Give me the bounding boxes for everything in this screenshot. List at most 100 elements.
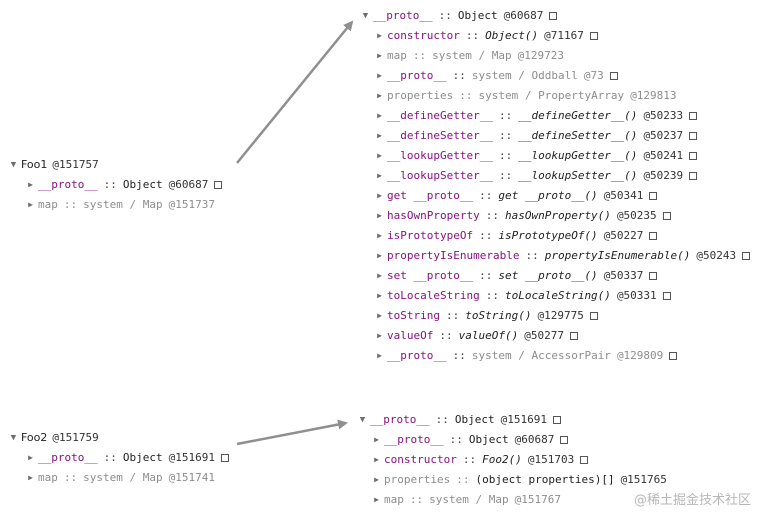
- tree-row[interactable]: ▶toLocaleString::toLocaleString()@50331: [376, 286, 750, 306]
- reveal-box-icon[interactable]: [649, 232, 658, 240]
- collapsed-triangle-icon[interactable]: ▶: [374, 475, 379, 484]
- reveal-box-icon[interactable]: [742, 252, 751, 260]
- expanded-triangle-icon[interactable]: ▼: [10, 160, 17, 170]
- reveal-box-icon[interactable]: [609, 72, 618, 80]
- tree-row[interactable]: ▶constructor::Object()@71167: [376, 26, 750, 46]
- foo1-proto-header-row[interactable]: ▼ __proto__ :: Object @60687: [362, 6, 750, 26]
- collapsed-triangle-icon[interactable]: ▶: [377, 51, 382, 60]
- tree-row[interactable]: ▶__proto__::Object@151691: [27, 448, 229, 468]
- collapsed-triangle-icon[interactable]: ▶: [377, 131, 382, 140]
- foo1-header-row[interactable]: ▼ Foo1 @151757: [10, 155, 222, 175]
- expanded-triangle-icon[interactable]: ▼: [362, 11, 369, 21]
- object-id: @50241: [643, 149, 684, 162]
- expanded-triangle-icon[interactable]: ▼: [10, 433, 17, 443]
- collapsed-triangle-icon[interactable]: ▶: [374, 495, 379, 504]
- separator: ::: [498, 169, 513, 182]
- property-key: properties: [384, 473, 451, 486]
- tree-row[interactable]: ▶__lookupSetter__::__lookupSetter__()@50…: [376, 166, 750, 186]
- tree-row[interactable]: ▶__lookupGetter__::__lookupGetter__()@50…: [376, 146, 750, 166]
- collapsed-triangle-icon[interactable]: ▶: [377, 111, 382, 120]
- separator: ::: [498, 129, 513, 142]
- separator: ::: [439, 329, 453, 342]
- property-key: properties: [387, 89, 454, 102]
- reveal-box-icon[interactable]: [649, 192, 658, 200]
- collapsed-triangle-icon[interactable]: ▶: [377, 311, 382, 320]
- reveal-box-icon[interactable]: [689, 172, 698, 180]
- reveal-box-icon[interactable]: [552, 416, 561, 424]
- collapsed-triangle-icon[interactable]: ▶: [377, 351, 382, 360]
- collapsed-triangle-icon[interactable]: ▶: [28, 473, 33, 482]
- reveal-box-icon[interactable]: [662, 292, 671, 300]
- tree-row[interactable]: ▶map::system / Map@151767: [373, 490, 667, 510]
- collapsed-triangle-icon[interactable]: ▶: [377, 251, 382, 260]
- collapsed-triangle-icon[interactable]: ▶: [377, 191, 382, 200]
- reveal-box-icon[interactable]: [549, 12, 558, 20]
- tree-row[interactable]: ▶map::system / Map@151741: [27, 468, 229, 488]
- foo2-proto-val: Object: [454, 413, 495, 426]
- property-key: toString: [387, 309, 440, 322]
- tree-row[interactable]: ▶toString::toString()@129775: [376, 306, 750, 326]
- collapsed-triangle-icon[interactable]: ▶: [377, 91, 382, 100]
- tree-row[interactable]: ▶constructor::Foo2()@151703: [373, 450, 667, 470]
- reveal-box-icon[interactable]: [589, 312, 598, 320]
- collapsed-triangle-icon[interactable]: ▶: [377, 331, 382, 340]
- reveal-box-icon[interactable]: [689, 132, 698, 140]
- reveal-box-icon[interactable]: [669, 352, 678, 360]
- tree-row[interactable]: ▶valueOf::valueOf()@50277: [376, 326, 750, 346]
- reveal-box-icon[interactable]: [589, 32, 598, 40]
- reveal-box-icon[interactable]: [569, 332, 578, 340]
- collapsed-triangle-icon[interactable]: ▶: [28, 180, 33, 189]
- tree-row[interactable]: ▶__proto__::Object@60687: [373, 430, 667, 450]
- tree-row[interactable]: ▶__proto__::Object@60687: [27, 175, 223, 195]
- collapsed-triangle-icon[interactable]: ▶: [374, 435, 379, 444]
- tree-row[interactable]: ▶map::system / Map@151737: [27, 195, 222, 215]
- separator: ::: [462, 453, 477, 466]
- reveal-box-icon[interactable]: [649, 272, 658, 280]
- tree-row[interactable]: ▶propertyIsEnumerable::propertyIsEnumera…: [376, 246, 751, 266]
- tree-row[interactable]: ▶hasOwnProperty::hasOwnProperty()@50235: [376, 206, 750, 226]
- tree-row[interactable]: ▶properties::system / PropertyArray@1298…: [376, 86, 750, 106]
- collapsed-triangle-icon[interactable]: ▶: [377, 231, 382, 240]
- reveal-box-icon[interactable]: [580, 456, 589, 464]
- collapsed-triangle-icon[interactable]: ▶: [377, 291, 382, 300]
- collapsed-triangle-icon[interactable]: ▶: [28, 453, 33, 462]
- collapsed-triangle-icon[interactable]: ▶: [377, 271, 382, 280]
- tree-row[interactable]: ▶set __proto__::set __proto__()@50337: [376, 266, 750, 286]
- collapsed-triangle-icon[interactable]: ▶: [377, 71, 382, 80]
- property-key: constructor: [384, 453, 457, 466]
- tree-row[interactable]: ▶__defineSetter__::__defineSetter__()@50…: [376, 126, 750, 146]
- foo1-node: ▼ Foo1 @151757 ▶__proto__::Object@60687▶…: [10, 155, 223, 215]
- tree-row[interactable]: ▶properties::(object properties)[]@15176…: [373, 470, 667, 490]
- separator: ::: [459, 89, 473, 102]
- reveal-box-icon[interactable]: [689, 112, 698, 120]
- collapsed-triangle-icon[interactable]: ▶: [28, 200, 33, 209]
- collapsed-triangle-icon[interactable]: ▶: [374, 455, 379, 464]
- separator: ::: [498, 149, 513, 162]
- tree-row[interactable]: ▶__proto__::system / Oddball@73: [376, 66, 750, 86]
- collapsed-triangle-icon[interactable]: ▶: [377, 31, 382, 40]
- watermark: @稀土掘金技术社区: [633, 493, 751, 508]
- reveal-box-icon[interactable]: [560, 436, 569, 444]
- reveal-box-icon[interactable]: [220, 454, 229, 462]
- separator: ::: [445, 309, 460, 322]
- foo2-header-row[interactable]: ▼ Foo2 @151759: [10, 428, 229, 448]
- reveal-box-icon[interactable]: [214, 181, 223, 189]
- property-key: map: [38, 198, 58, 211]
- collapsed-triangle-icon[interactable]: ▶: [377, 171, 382, 180]
- expanded-triangle-icon[interactable]: ▼: [359, 415, 366, 425]
- property-value: Object: [122, 451, 163, 464]
- tree-row[interactable]: ▶__defineGetter__::__defineGetter__()@50…: [376, 106, 750, 126]
- reveal-box-icon[interactable]: [689, 152, 698, 160]
- tree-row[interactable]: ▶get __proto__::get __proto__()@50341: [376, 186, 750, 206]
- tree-row[interactable]: ▶isPrototypeOf::isPrototypeOf()@50227: [376, 226, 750, 246]
- property-key: hasOwnProperty: [387, 209, 480, 222]
- foo2-proto-header-row[interactable]: ▼ __proto__ :: Object @151691: [359, 410, 667, 430]
- collapsed-triangle-icon[interactable]: ▶: [377, 151, 382, 160]
- tree-row[interactable]: ▶__proto__::system / AccessorPair@129809: [376, 346, 750, 366]
- object-id: @129775: [537, 309, 584, 322]
- reveal-box-icon[interactable]: [662, 212, 671, 220]
- collapsed-triangle-icon[interactable]: ▶: [377, 211, 382, 220]
- foo1-id: @151757: [52, 158, 99, 171]
- property-key: __defineGetter__: [387, 109, 493, 122]
- tree-row[interactable]: ▶map::system / Map@129723: [376, 46, 750, 66]
